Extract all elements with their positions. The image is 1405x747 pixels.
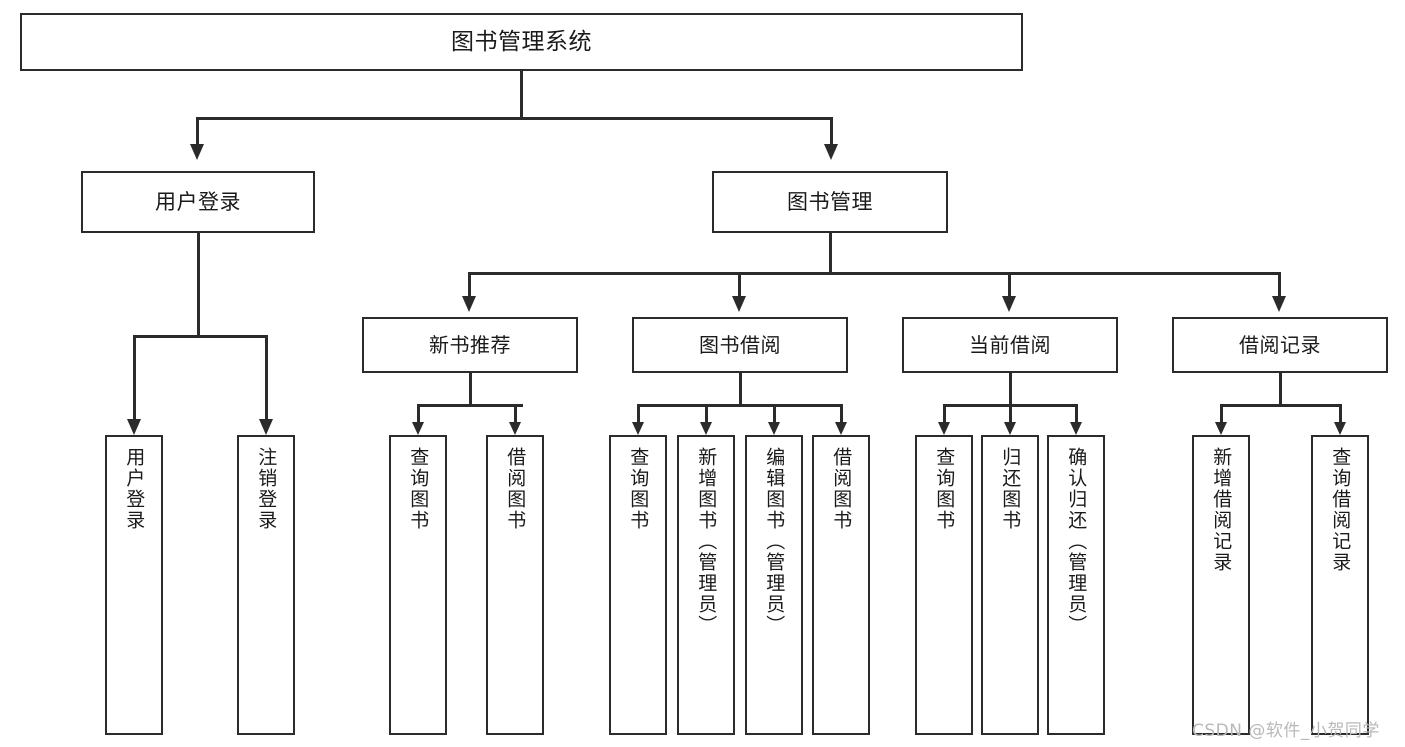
edge-user-login-leg-1 [133,335,136,421]
leaf-current-borrow-2[interactable]: 归还图书 [981,435,1039,735]
arrow-to-book-borrow [732,296,746,312]
node-new-book-recommend[interactable]: 新书推荐 [362,317,578,373]
node-book-manage[interactable]: 图书管理 [712,171,948,233]
node-label: 确认归还（管理员） [1065,447,1088,636]
leaf-book-borrow-1[interactable]: 查询图书 [609,435,667,735]
node-label: 借阅图书 [830,447,853,531]
leaf-user-login-2[interactable]: 注销登录 [237,435,295,735]
arrow-borrow-record-leaf-1 [1215,422,1227,435]
node-label: 新书推荐 [429,332,511,357]
arrow-current-borrow-leaf-3 [1070,422,1082,435]
leaf-book-borrow-2[interactable]: 新增图书（管理员） [677,435,735,735]
node-label: 注销登录 [255,447,278,531]
edge-current-borrow-stem [1009,373,1012,406]
node-user-login[interactable]: 用户登录 [81,171,315,233]
node-label: 新增图书（管理员） [695,447,718,636]
edge-borrow-record-split-bar [1220,404,1341,407]
edge-root-split-bar [196,117,833,120]
node-label: 图书管理 [787,189,873,214]
edge-to-book-manage [830,117,833,146]
node-book-borrow[interactable]: 图书借阅 [632,317,848,373]
node-label: 借阅记录 [1239,332,1321,357]
edge-new-book-split-bar [417,404,523,407]
node-current-borrow[interactable]: 当前借阅 [902,317,1118,373]
edge-book-borrow-leg-1 [637,404,640,424]
arrow-book-borrow-leaf-3 [768,422,780,435]
watermark-text: CSDN @软件_小贺同学 [1192,721,1380,741]
edge-book-borrow-split-bar [637,404,842,407]
node-label: 图书借阅 [699,332,781,357]
edge-user-login-split-bar [133,335,265,338]
edge-borrow-record-leg-1 [1220,404,1223,424]
leaf-book-borrow-4[interactable]: 借阅图书 [812,435,870,735]
edge-new-book-leg-2 [514,404,517,424]
leaf-user-login-1[interactable]: 用户登录 [105,435,163,735]
edge-borrow-record-leg-2 [1339,404,1342,424]
leaf-new-book-recommend-1[interactable]: 查询图书 [389,435,447,735]
arrow-user-login-leaf-2 [259,419,273,435]
arrow-current-borrow-leaf-1 [938,422,950,435]
node-label: 借阅图书 [504,447,527,531]
arrow-book-borrow-leaf-4 [835,422,847,435]
edge-book-manage-leg-1 [468,272,471,298]
edge-book-manage-split-bar [468,272,1280,275]
edge-to-user-login [196,117,199,146]
node-label: 编辑图书（管理员） [763,447,786,636]
leaf-new-book-recommend-2[interactable]: 借阅图书 [486,435,544,735]
edge-book-manage-stem [829,233,832,274]
arrow-to-book-manage [824,144,838,160]
node-root-system[interactable]: 图书管理系统 [20,13,1023,71]
node-label: 查询图书 [407,447,430,531]
node-label: 新增借阅记录 [1210,447,1233,573]
leaf-current-borrow-1[interactable]: 查询图书 [915,435,973,735]
node-label: 当前借阅 [969,332,1051,357]
arrow-new-book-leaf-1 [412,422,424,435]
leaf-borrow-record-1[interactable]: 新增借阅记录 [1192,435,1250,735]
leaf-current-borrow-3[interactable]: 确认归还（管理员） [1047,435,1105,735]
edge-user-login-stem [197,233,200,337]
arrow-book-borrow-leaf-2 [700,422,712,435]
arrow-new-book-leaf-2 [509,422,521,435]
node-label: 归还图书 [999,447,1022,531]
arrow-to-user-login [190,144,204,160]
arrow-user-login-leaf-1 [127,419,141,435]
arrow-current-borrow-leaf-2 [1004,422,1016,435]
node-label: 查询图书 [933,447,956,531]
arrow-to-borrow-record [1272,296,1286,312]
node-label: 查询借阅记录 [1329,447,1352,573]
node-label: 图书管理系统 [451,28,592,55]
edge-new-book-stem [469,373,472,406]
arrow-borrow-record-leaf-2 [1334,422,1346,435]
edge-book-manage-leg-4 [1278,272,1281,298]
arrow-to-current-borrow [1002,296,1016,312]
edge-current-borrow-leg-1 [943,404,946,424]
edge-current-borrow-leg-3 [1075,404,1078,424]
edge-book-borrow-stem [739,373,742,406]
node-label: 用户登录 [123,447,146,531]
edge-new-book-leg-1 [417,404,420,424]
edge-current-borrow-leg-2 [1009,404,1012,424]
edge-book-manage-leg-2 [738,272,741,298]
arrow-to-new-book-recommend [462,296,476,312]
edge-root-stem [520,71,523,118]
edge-borrow-record-stem [1279,373,1282,406]
leaf-book-borrow-3[interactable]: 编辑图书（管理员） [745,435,803,735]
edge-user-login-leg-2 [265,335,268,421]
edge-book-borrow-leg-4 [840,404,843,424]
node-label: 查询图书 [627,447,650,531]
arrow-book-borrow-leaf-1 [632,422,644,435]
edge-book-manage-leg-3 [1008,272,1011,298]
node-label: 用户登录 [155,189,241,214]
edge-book-borrow-leg-3 [773,404,776,424]
node-borrow-record[interactable]: 借阅记录 [1172,317,1388,373]
leaf-borrow-record-2[interactable]: 查询借阅记录 [1311,435,1369,735]
edge-book-borrow-leg-2 [705,404,708,424]
